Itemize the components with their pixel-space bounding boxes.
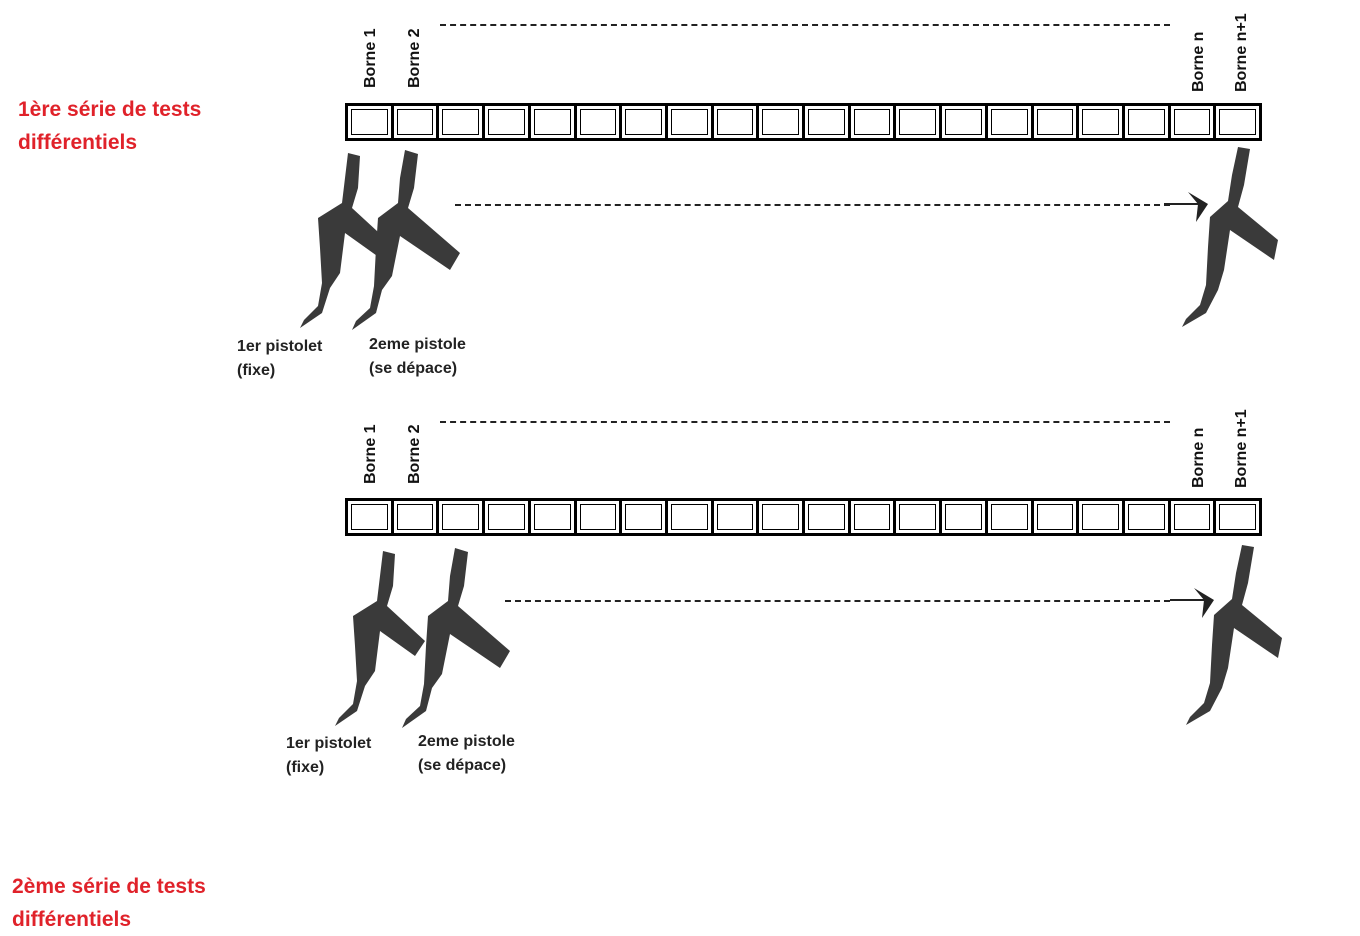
borne-cell bbox=[942, 106, 988, 138]
borne-cell bbox=[668, 501, 714, 533]
moving-gun-label-line1: 2eme pistole bbox=[418, 733, 515, 750]
series-title-line2: différentiels bbox=[18, 131, 138, 154]
borne-label-n: Borne n bbox=[1190, 427, 1207, 488]
borne-cell bbox=[714, 106, 760, 138]
borne-label-n-plus-1: Borne n+1 bbox=[1233, 409, 1250, 488]
fixed-gun-label: 1er pistolet (fixe) bbox=[286, 732, 371, 780]
borne-cell bbox=[988, 501, 1034, 533]
borne-cell bbox=[668, 106, 714, 138]
borne-cell bbox=[851, 501, 897, 533]
fixed-gun-icon bbox=[300, 153, 390, 328]
movement-dashes bbox=[455, 204, 1170, 206]
borne-cell bbox=[348, 106, 394, 138]
borne-cell bbox=[1125, 501, 1171, 533]
borne-continuation-dashes bbox=[440, 24, 1170, 26]
fixed-gun-label: 1er pistolet (fixe) bbox=[237, 335, 322, 383]
arrow-right-icon bbox=[1164, 192, 1208, 222]
borne-cell bbox=[1079, 501, 1125, 533]
borne-label-1: Borne 1 bbox=[362, 28, 379, 88]
fixed-gun-label-line2: (fixe) bbox=[237, 362, 276, 379]
borne-cell bbox=[485, 106, 531, 138]
borne-cell bbox=[805, 501, 851, 533]
fixed-gun-label-line2: (fixe) bbox=[286, 759, 325, 776]
final-gun-icon bbox=[1186, 545, 1282, 725]
borne-cell bbox=[531, 106, 577, 138]
series-title-line2: différentiels bbox=[12, 908, 132, 931]
borne-cell bbox=[439, 106, 486, 138]
borne-cell bbox=[896, 501, 943, 533]
moving-gun-label-line2: (se dépace) bbox=[418, 757, 507, 774]
series-title: 2ème série de tests différentiels bbox=[12, 870, 206, 936]
moving-gun-label: 2eme pistole (se dépace) bbox=[418, 730, 515, 778]
moving-gun-icon bbox=[352, 150, 460, 330]
borne-cell bbox=[485, 501, 531, 533]
moving-gun-label: 2eme pistole (se dépace) bbox=[369, 333, 466, 381]
arrow-right-icon bbox=[1170, 588, 1214, 618]
final-gun-icon bbox=[1182, 147, 1278, 327]
borne-cell bbox=[348, 501, 394, 533]
borne-cell bbox=[1171, 501, 1217, 533]
borne-cell bbox=[759, 106, 806, 138]
borne-cell bbox=[759, 501, 806, 533]
borne-strip bbox=[345, 103, 1262, 141]
borne-cell bbox=[1034, 106, 1080, 138]
borne-cell bbox=[1125, 106, 1171, 138]
borne-label-2: Borne 2 bbox=[406, 28, 423, 88]
borne-cell bbox=[1079, 106, 1125, 138]
moving-gun-label-line2: (se dépace) bbox=[369, 360, 458, 377]
movement-dashes bbox=[505, 600, 1170, 602]
borne-cell bbox=[805, 106, 851, 138]
borne-cell bbox=[896, 106, 943, 138]
moving-gun-icon bbox=[402, 548, 510, 728]
borne-cell bbox=[622, 501, 668, 533]
series-title-line1: 2ème série de tests bbox=[12, 875, 206, 898]
borne-cell bbox=[531, 501, 577, 533]
borne-cell bbox=[1171, 106, 1217, 138]
borne-cell bbox=[439, 501, 486, 533]
borne-cell bbox=[714, 501, 760, 533]
test-series-2: 2ème série de tests différentiels Borne … bbox=[0, 400, 1360, 931]
borne-cell bbox=[577, 501, 623, 533]
borne-cell bbox=[1216, 106, 1259, 138]
fixed-gun-label-line1: 1er pistolet bbox=[286, 735, 372, 752]
borne-cell bbox=[394, 501, 440, 533]
borne-cell bbox=[394, 106, 440, 138]
borne-cell bbox=[988, 106, 1034, 138]
borne-cell bbox=[1216, 501, 1259, 533]
moving-gun-label-line1: 2eme pistole bbox=[369, 336, 466, 353]
series-title-line1: 1ère série de tests bbox=[18, 98, 202, 121]
borne-label-n: Borne n bbox=[1190, 31, 1207, 92]
borne-label-n-plus-1: Borne n+1 bbox=[1233, 13, 1250, 92]
borne-cell bbox=[1034, 501, 1080, 533]
borne-strip bbox=[345, 498, 1262, 536]
series-title: 1ère série de tests différentiels bbox=[18, 93, 201, 159]
borne-cell bbox=[851, 106, 897, 138]
borne-label-1: Borne 1 bbox=[362, 424, 379, 484]
test-series-1: 1ère série de tests différentiels Borne … bbox=[0, 0, 1360, 400]
fixed-gun-icon bbox=[335, 551, 425, 726]
borne-cell bbox=[942, 501, 988, 533]
borne-continuation-dashes bbox=[440, 421, 1170, 423]
borne-cell bbox=[622, 106, 668, 138]
borne-label-2: Borne 2 bbox=[406, 424, 423, 484]
fixed-gun-label-line1: 1er pistolet bbox=[237, 338, 323, 355]
borne-cell bbox=[577, 106, 623, 138]
